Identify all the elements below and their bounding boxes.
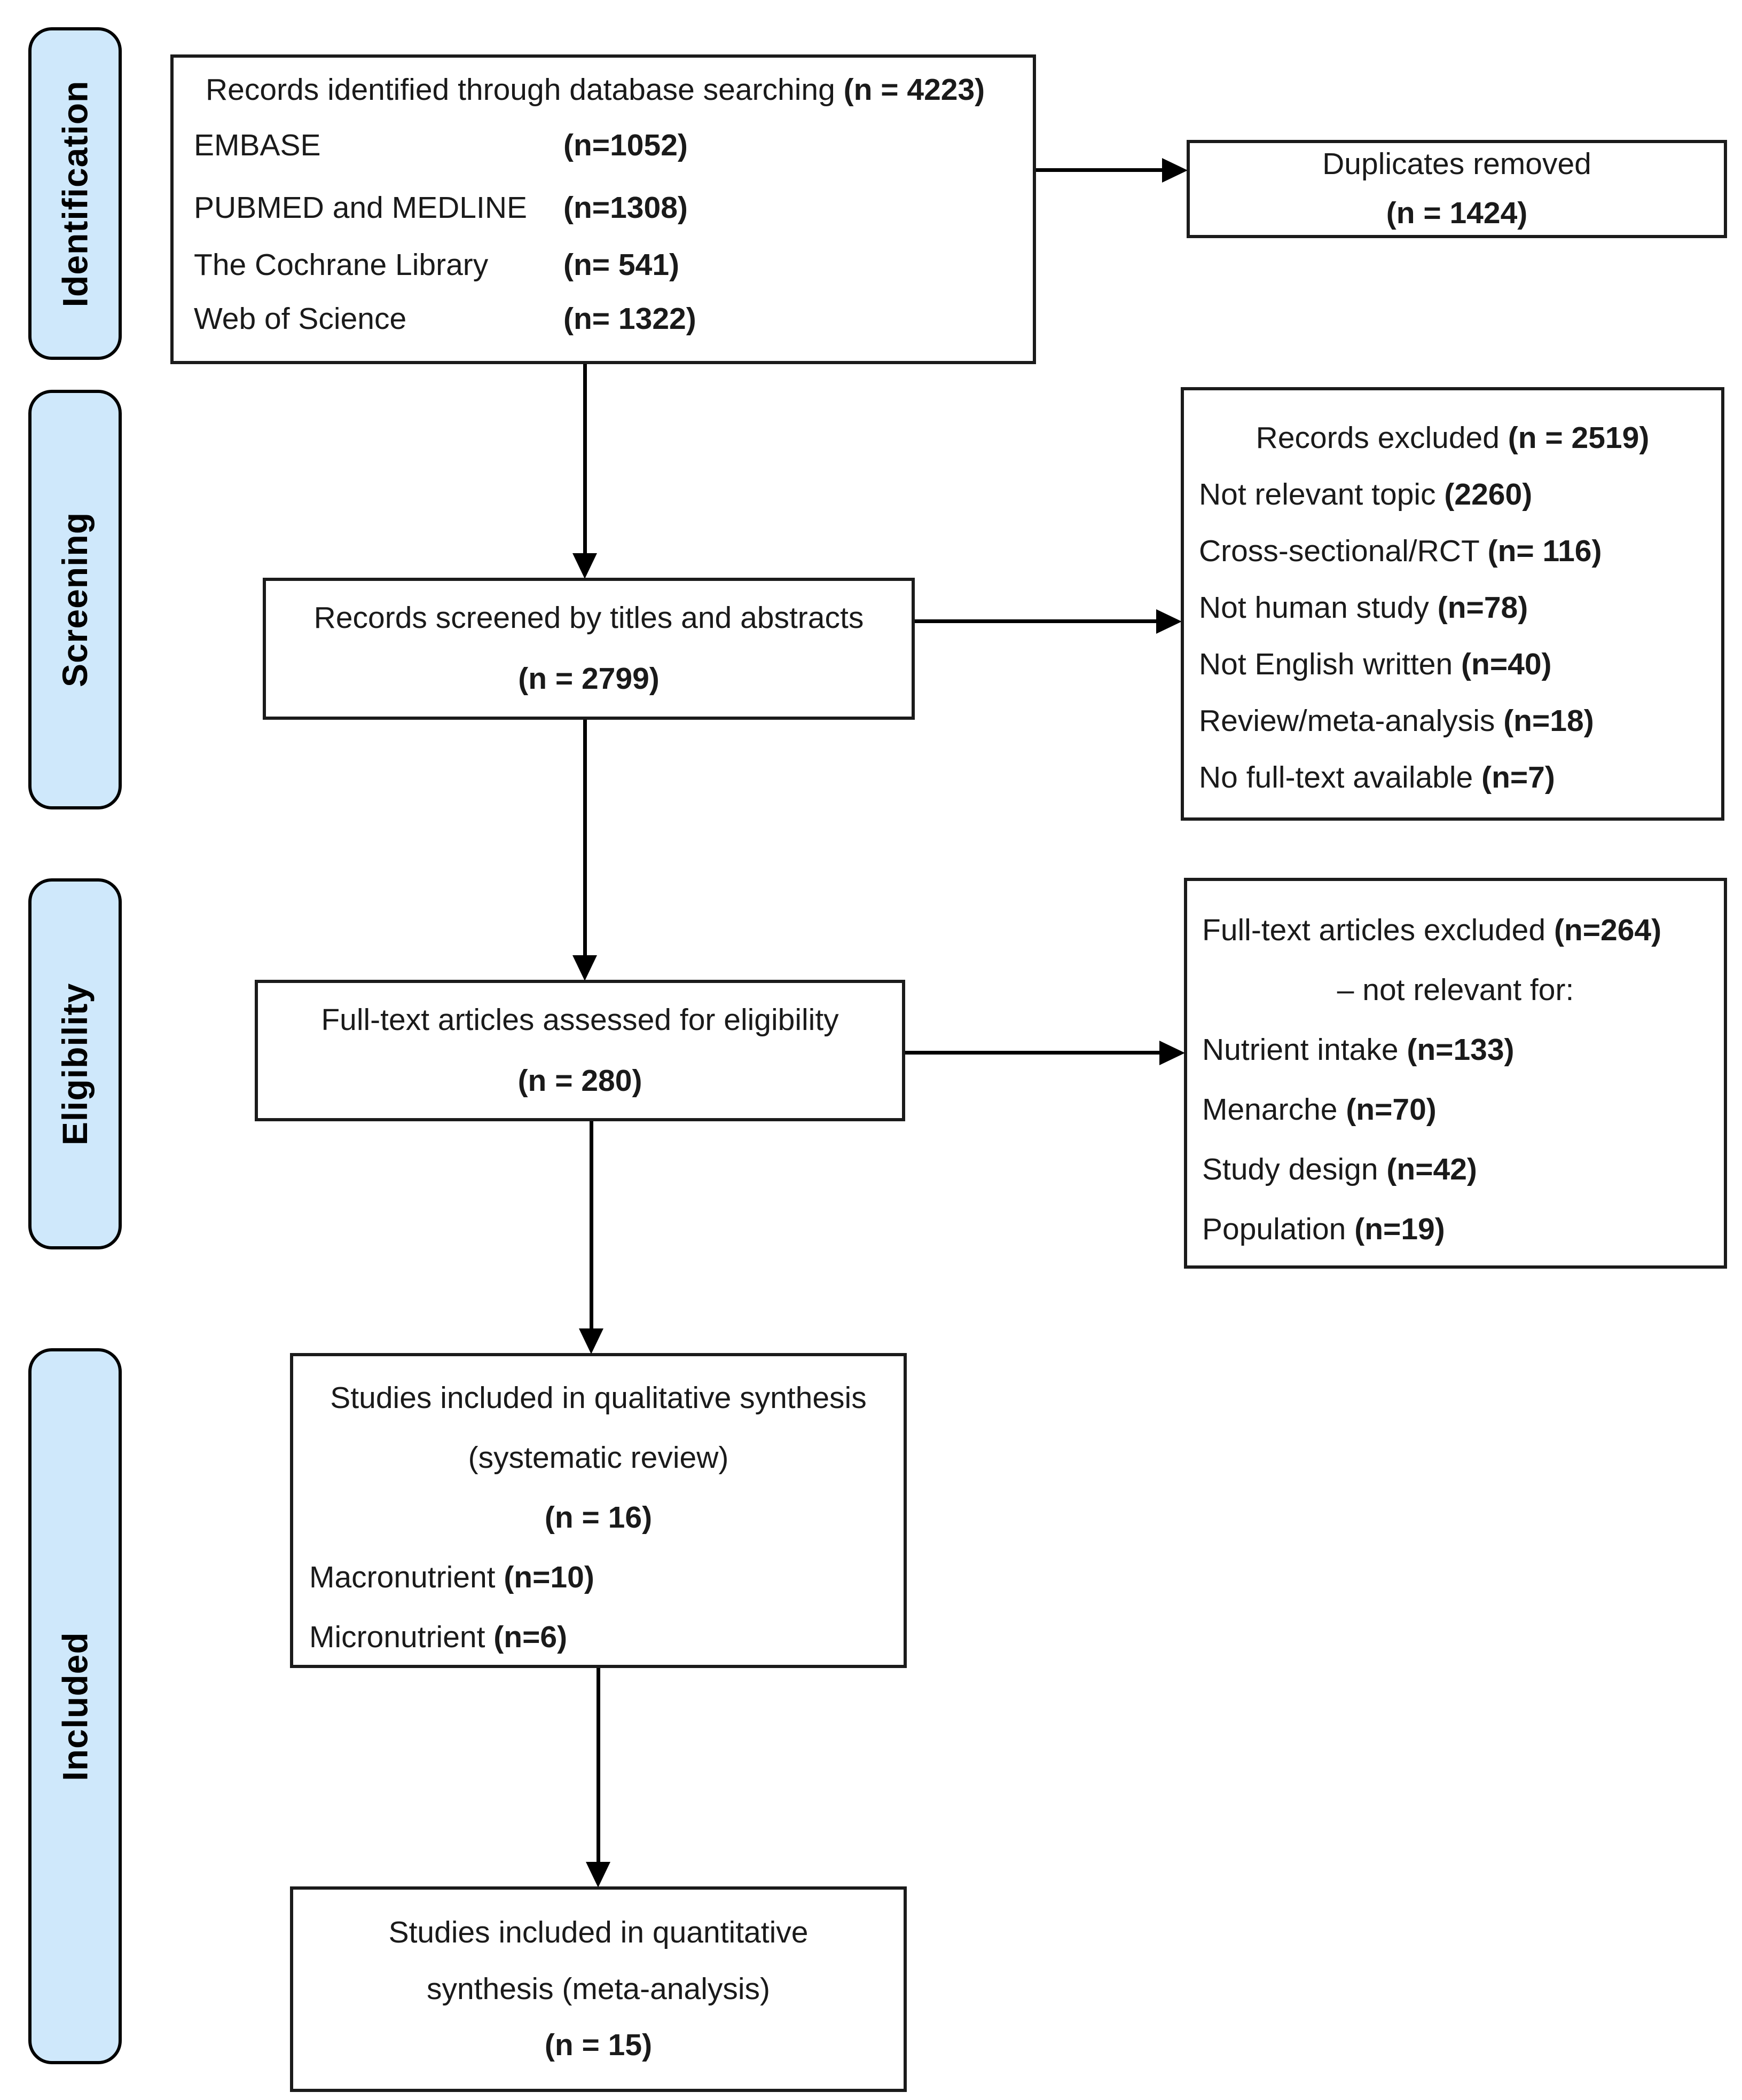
- excluded-reason: Not English written (n=40): [1199, 647, 1552, 681]
- qualitative-count: (n = 16): [544, 1500, 653, 1535]
- arrowhead-right-icon: [1159, 1041, 1185, 1065]
- stage-screening: Screening: [28, 390, 122, 809]
- arrowhead-down-icon: [572, 955, 597, 981]
- arrow-fulltext-to-excluded: [905, 1051, 1165, 1055]
- excluded-reason: Not relevant topic (2260): [1199, 477, 1533, 512]
- records-excluded-title: Records excluded (n = 2519): [1256, 421, 1650, 455]
- db-label: Web of Science: [194, 302, 407, 336]
- db-label: PUBMED and MEDLINE: [194, 191, 528, 225]
- stage-included: Included: [28, 1348, 122, 2064]
- box-records-screened: Records screened by titles and abstracts…: [263, 578, 915, 720]
- fulltext-excluded-title: Full-text articles excluded (n=264): [1202, 913, 1662, 947]
- excluded-reason: No full-text available (n=7): [1199, 760, 1555, 795]
- fulltext-assessed-text: Full-text articles assessed for eligibil…: [321, 1002, 839, 1037]
- fulltext-excluded-reason: Nutrient intake (n=133): [1202, 1033, 1515, 1067]
- excluded-reason: Cross-sectional/RCT (n= 116): [1199, 534, 1602, 568]
- arrowhead-down-icon: [579, 1328, 603, 1354]
- fulltext-excluded-reason: Menarche (n=70): [1202, 1092, 1437, 1127]
- arrowhead-down-icon: [572, 553, 597, 579]
- box-quantitative-synthesis: Studies included in quantitative synthes…: [290, 1886, 907, 2092]
- fulltext-excluded-reason: Population (n=19): [1202, 1212, 1445, 1246]
- arrow-qualitative-to-quantitative: [597, 1668, 600, 1864]
- db-count: (n=1052): [563, 128, 688, 162]
- db-label: EMBASE: [194, 128, 321, 162]
- fulltext-excluded-reason: Study design (n=42): [1202, 1152, 1477, 1186]
- quantitative-line1: Studies included in quantitative: [388, 1915, 809, 1950]
- db-count: (n= 541): [563, 248, 680, 282]
- excluded-reason: Review/meta-analysis (n=18): [1199, 704, 1594, 738]
- box-fulltext-assessed: Full-text articles assessed for eligibil…: [255, 980, 905, 1121]
- arrow-screened-to-fulltext: [583, 720, 587, 957]
- quantitative-count: (n = 15): [544, 2028, 653, 2063]
- db-label: The Cochrane Library: [194, 248, 489, 282]
- arrowhead-right-icon: [1162, 158, 1188, 183]
- box-records-excluded: Records excluded (n = 2519) Not relevant…: [1181, 387, 1724, 821]
- duplicates-removed-text: Duplicates removed: [1322, 147, 1591, 182]
- qualitative-line2: (systematic review): [468, 1441, 729, 1475]
- duplicates-removed-count: (n = 1424): [1386, 196, 1528, 230]
- stage-included-label: Included: [55, 1631, 95, 1781]
- arrow-identified-to-duplicates: [1036, 168, 1167, 172]
- db-count: (n= 1322): [563, 302, 696, 336]
- arrowhead-right-icon: [1156, 609, 1182, 634]
- stage-identification: Identification: [28, 27, 122, 360]
- box-qualitative-synthesis: Studies included in qualitative synthesi…: [290, 1353, 907, 1668]
- stage-eligibility: Eligibility: [28, 878, 122, 1249]
- excluded-reason: Not human study (n=78): [1199, 591, 1528, 625]
- qualitative-micronutrient: Micronutrient (n=6): [309, 1620, 568, 1654]
- qualitative-line1: Studies included in qualitative synthesi…: [330, 1381, 867, 1415]
- arrow-screened-to-excluded: [915, 619, 1162, 623]
- records-identified-title: Records identified through database sear…: [206, 73, 985, 107]
- records-screened-text: Records screened by titles and abstracts: [313, 601, 864, 635]
- box-fulltext-excluded: Full-text articles excluded (n=264) – no…: [1184, 878, 1727, 1269]
- quantitative-line2: synthesis (meta-analysis): [426, 1971, 771, 2006]
- arrow-fulltext-to-qualitative: [590, 1121, 593, 1331]
- fulltext-assessed-count: (n = 280): [517, 1063, 642, 1098]
- db-count: (n=1308): [563, 191, 688, 225]
- arrowhead-down-icon: [586, 1862, 610, 1887]
- box-duplicates-removed: Duplicates removed (n = 1424): [1187, 140, 1727, 238]
- stage-identification-label: Identification: [55, 80, 95, 307]
- box-records-identified: Records identified through database sear…: [170, 54, 1036, 364]
- arrow-identified-to-screened: [583, 364, 587, 555]
- records-screened-count: (n = 2799): [518, 662, 660, 696]
- stage-eligibility-label: Eligibility: [55, 982, 95, 1145]
- fulltext-excluded-subtitle: – not relevant for:: [1337, 973, 1574, 1007]
- stage-screening-label: Screening: [55, 512, 95, 688]
- qualitative-macronutrient: Macronutrient (n=10): [309, 1560, 594, 1594]
